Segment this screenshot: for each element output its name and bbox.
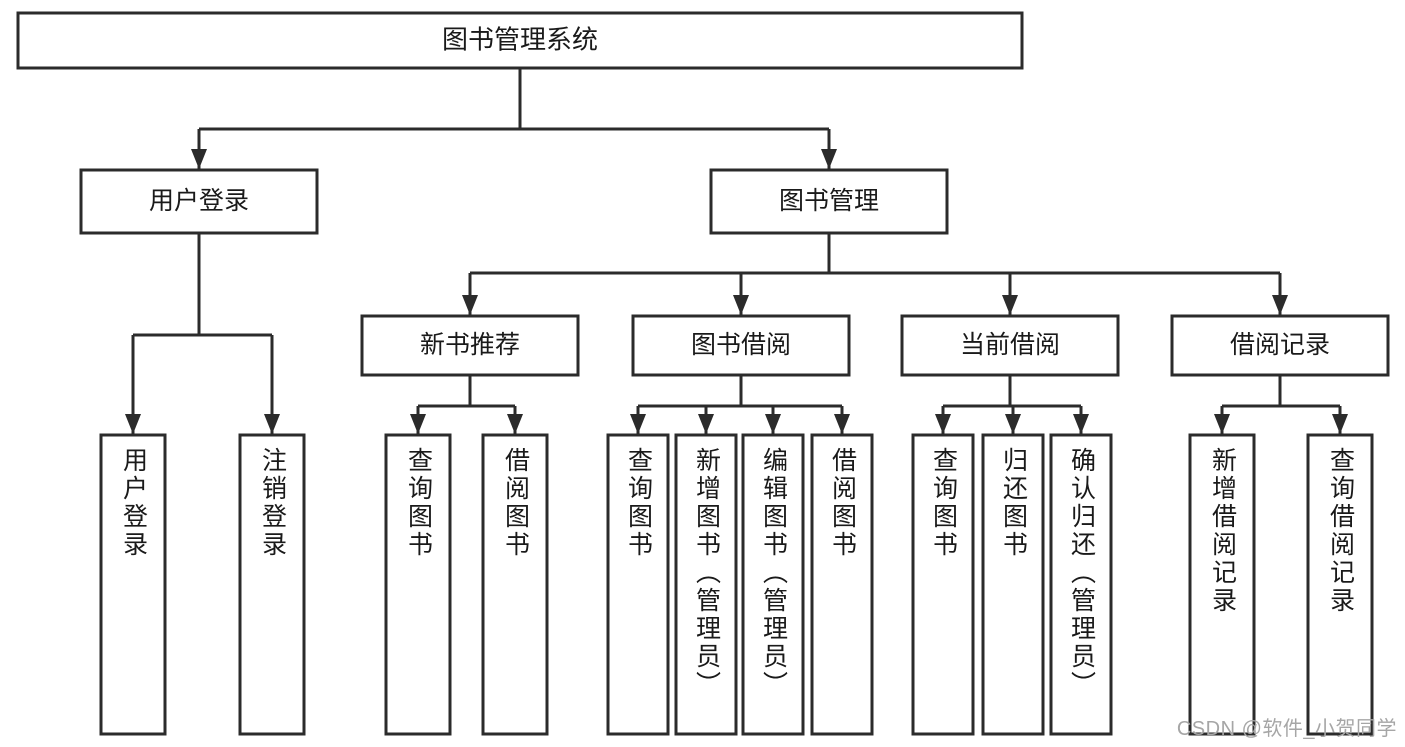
arrow-head-icon (630, 414, 646, 434)
node-box-leaf-confirm-return[interactable] (1049, 433, 1113, 736)
node-box-borrow-record[interactable] (1170, 314, 1390, 377)
arrow-head-icon (733, 295, 749, 315)
node-label-borrow-record: 借阅记录 (1230, 331, 1330, 359)
arrow-head-icon (935, 414, 951, 434)
arrow-head-icon (462, 295, 478, 315)
node-label-current-borrow: 当前借阅 (960, 331, 1060, 359)
arrow-head-icon (191, 149, 207, 169)
arrow-head-icon (1005, 414, 1021, 434)
node-label-new-book-recommend: 新书推荐 (420, 331, 520, 359)
arrow-head-icon (1073, 414, 1089, 434)
node-box-leaf-query-book-3[interactable] (911, 433, 975, 736)
node-box-leaf-query-record[interactable] (1306, 433, 1374, 736)
node-box-book-manage[interactable] (709, 168, 949, 235)
node-box-book-borrow[interactable] (631, 314, 851, 377)
arrow-head-icon (1272, 295, 1288, 315)
node-box-leaf-borrow-book-1[interactable] (481, 433, 549, 736)
arrow-head-icon (765, 414, 781, 434)
node-box-user-login[interactable] (79, 168, 319, 235)
node-box-root[interactable] (16, 11, 1024, 70)
node-box-layer (16, 11, 1390, 736)
arrow-head-icon (1332, 414, 1348, 434)
node-box-leaf-query-book-1[interactable] (384, 433, 452, 736)
arrow-head-icon (834, 414, 850, 434)
arrow-head-icon (125, 414, 141, 434)
node-box-leaf-borrow-book-2[interactable] (810, 433, 874, 736)
arrow-head-icon (410, 414, 426, 434)
arrow-head-icon (264, 414, 280, 434)
node-box-leaf-user-logout[interactable] (238, 433, 306, 736)
node-box-leaf-query-book-2[interactable] (606, 433, 670, 736)
node-label-book-manage: 图书管理 (779, 187, 879, 215)
node-box-new-book-recommend[interactable] (360, 314, 580, 377)
watermark-text: CSDN @软件_小贺同学 (1176, 718, 1397, 740)
arrow-head-icon (821, 149, 837, 169)
node-box-current-borrow[interactable] (900, 314, 1120, 377)
arrow-head-icon (698, 414, 714, 434)
node-label-book-borrow: 图书借阅 (691, 331, 791, 359)
connector-layer (125, 68, 1348, 434)
arrow-head-icon (507, 414, 523, 434)
node-box-leaf-add-book[interactable] (674, 433, 738, 736)
node-box-leaf-user-login[interactable] (99, 433, 167, 736)
node-box-leaf-add-record[interactable] (1188, 433, 1256, 736)
node-box-leaf-return-book[interactable] (981, 433, 1045, 736)
arrow-head-icon (1002, 295, 1018, 315)
arrow-head-icon (1214, 414, 1230, 434)
node-box-leaf-edit-book[interactable] (741, 433, 805, 736)
node-label-user-login: 用户登录 (149, 187, 249, 215)
node-label-root: 图书管理系统 (442, 24, 598, 54)
